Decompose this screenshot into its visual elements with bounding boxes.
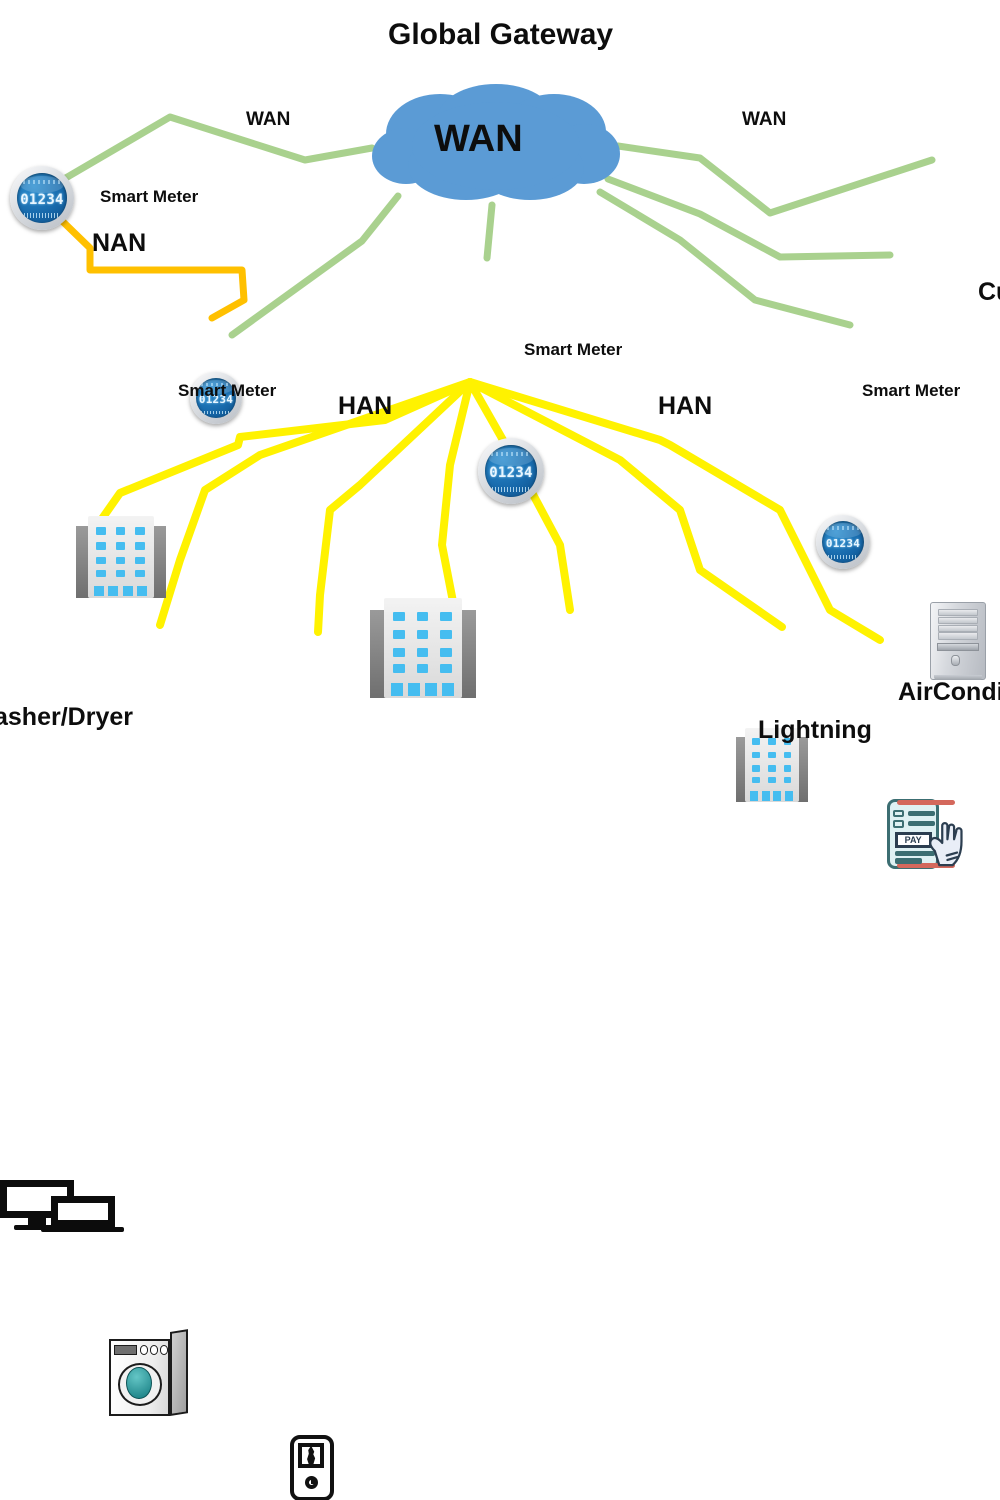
smart-meter-left[interactable]: 01234 xyxy=(190,372,242,424)
han-link-ev xyxy=(438,378,474,616)
meter-top-strip xyxy=(23,179,61,184)
building-center[interactable] xyxy=(370,598,476,698)
smart-meter-center-label: Smart Meter xyxy=(524,340,623,359)
han-link-ac xyxy=(466,378,884,644)
wan-link-right-lower xyxy=(596,188,854,329)
nan-links xyxy=(52,211,248,322)
building-wing-right xyxy=(150,525,166,598)
meter-face: 01234 xyxy=(195,377,237,419)
washer-dryer-label: asher/Dryer xyxy=(0,703,133,731)
computers-icon[interactable] xyxy=(0,1180,125,1242)
meter-face: 01234 xyxy=(821,520,865,564)
water-heater-icon[interactable] xyxy=(278,1430,350,1500)
heater-needle xyxy=(311,1477,315,1485)
wan-link-left xyxy=(24,113,376,204)
laptop-icon xyxy=(50,1196,115,1228)
meter-face: 01234 xyxy=(485,445,537,497)
wan-link-center xyxy=(483,201,496,262)
nan-link xyxy=(52,211,248,322)
han-link-computers xyxy=(88,378,474,537)
wan-label-left: WAN xyxy=(246,109,291,130)
hand-cursor-icon xyxy=(929,821,964,866)
customer-payment-icon[interactable]: PAY xyxy=(880,798,972,870)
smart-meter-right-label: Smart Meter xyxy=(862,381,961,400)
phone-speaker xyxy=(896,800,956,806)
building-wing-left xyxy=(76,525,92,598)
han-label-right: HAN xyxy=(658,392,713,420)
wan-label-right: WAN xyxy=(742,109,787,130)
wan-link-left-lower xyxy=(228,192,402,339)
air-conditioner-label: AirCondi xyxy=(898,678,1000,706)
han-link-lighting xyxy=(466,378,786,631)
server-drive-bay xyxy=(936,642,980,651)
meter-reading: 01234 xyxy=(825,536,861,550)
meter-face: 01234 xyxy=(17,173,67,223)
meter-top-strip xyxy=(200,382,232,387)
server-power-button[interactable] xyxy=(951,655,960,666)
diagram-canvas: Global Gateway WAN WAN WAN NAN HAN HAN 0… xyxy=(0,18,1000,1500)
laptop-base xyxy=(41,1227,125,1233)
building-wing-left xyxy=(370,610,389,698)
server-tower[interactable] xyxy=(930,602,986,680)
meter-reading: 01234 xyxy=(489,464,533,481)
smart-meter-left-label: Smart Meter xyxy=(178,381,277,400)
smart-meter-right[interactable]: 01234 xyxy=(816,515,870,569)
washer-side-panel xyxy=(169,1329,189,1417)
nan-label: NAN xyxy=(92,229,147,257)
building-wing-right xyxy=(457,610,476,698)
washer-dryer-icon[interactable] xyxy=(106,1329,190,1420)
wan-cloud: WAN xyxy=(368,80,624,204)
lighting-label: Lightning xyxy=(758,716,872,744)
washer-window xyxy=(126,1367,152,1400)
meter-barcode xyxy=(492,486,530,492)
building-left[interactable] xyxy=(76,516,166,598)
page-title: Global Gateway xyxy=(388,18,614,51)
meter-barcode xyxy=(827,555,859,559)
smart-meter-far-left[interactable]: 01234 xyxy=(10,166,74,230)
meter-reading: 01234 xyxy=(198,393,234,407)
monitor-stand xyxy=(27,1218,46,1226)
meter-reading: 01234 xyxy=(20,192,64,208)
meter-top-strip xyxy=(826,526,859,530)
han-label-left: HAN xyxy=(338,392,393,420)
smart-meter-far-left-label: Smart Meter xyxy=(100,187,199,206)
meter-barcode xyxy=(24,213,60,218)
cloud-shape xyxy=(372,84,620,200)
meter-top-strip xyxy=(491,451,531,457)
smart-meter-center[interactable]: 01234 xyxy=(478,438,544,504)
server-base xyxy=(934,674,982,680)
washer-control-panel xyxy=(114,1345,137,1356)
wan-link-right-customer xyxy=(604,175,894,261)
wan-link-right xyxy=(614,142,936,217)
meter-barcode xyxy=(201,410,231,415)
cloud-label: WAN xyxy=(434,118,523,160)
customer-label: Cu xyxy=(978,278,1000,306)
